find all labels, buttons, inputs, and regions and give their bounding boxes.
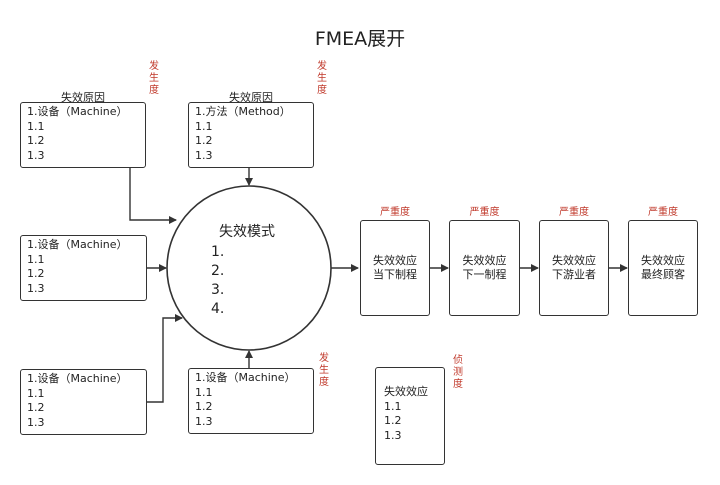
cause-box-head: 1.设备（Machine） <box>27 372 128 385</box>
cause-box-head: 1.设备（Machine） <box>195 371 296 384</box>
cause-box-item: 1.1 <box>27 386 45 400</box>
effect-line1: 失效效应 <box>641 254 685 267</box>
effect-box: 失效效应 最终顾客 <box>628 220 698 316</box>
failure-mode-list: 1. 2. 3. 4. <box>211 243 224 319</box>
cause-box-item: 1.3 <box>27 148 45 162</box>
cause-box-item: 1.1 <box>195 119 213 133</box>
occurrence-label: 发生度 <box>319 353 329 388</box>
effect-line1: 失效效应 <box>552 254 596 267</box>
effect-line1: 失效效应 <box>373 254 417 267</box>
cause-box-head: 1.设备（Machine） <box>27 105 128 118</box>
severity-label: 严重度 <box>469 207 500 218</box>
cause-box-item: 1.2 <box>195 400 213 413</box>
detection-label: 侦测度 <box>453 355 463 390</box>
cause-box: 1.设备（Machine） 1.1 1.2 1.3 <box>20 102 146 168</box>
connector-cause1 <box>129 168 177 224</box>
severity-label: 严重度 <box>648 207 678 218</box>
cause-caption: 失效原因 <box>61 91 105 104</box>
failure-mode-circle <box>166 185 332 351</box>
cause-box-item: 1.1 <box>27 252 45 266</box>
failure-mode-item: 3. <box>211 282 225 298</box>
cause-box-item: 1.1 <box>27 119 45 133</box>
effect-detail-head: 失效效应 <box>384 385 428 398</box>
cause-box-item: 1.2 <box>27 134 45 147</box>
cause-box: 1.设备（Machine） 1.1 1.2 1.3 <box>20 369 147 435</box>
cause-box-item: 1.3 <box>27 415 45 429</box>
diagram-title: FMEA展开 <box>314 28 406 50</box>
effect-detail-item: 1.3 <box>384 428 402 442</box>
failure-mode-title: 失效模式 <box>219 224 275 240</box>
cause-box-item: 1.2 <box>27 267 45 280</box>
cause-box-head: 1.设备（Machine） <box>27 238 128 251</box>
cause-caption: 失效原因 <box>229 91 273 104</box>
effect-box: 失效效应 下游业者 <box>539 220 609 316</box>
effect-line1: 失效效应 <box>462 254 507 267</box>
effect-detail-box: 失效效应 1.1 1.2 1.3 <box>375 367 445 465</box>
cause-box-item: 1.3 <box>27 281 45 295</box>
occurrence-label: 发生度 <box>317 61 327 96</box>
effect-detail-item: 1.1 <box>384 399 402 413</box>
cause-box-head: 1.方法（Method） <box>195 105 291 118</box>
cause-box-item: 1.2 <box>27 401 45 414</box>
connector-cause4 <box>147 314 183 403</box>
severity-label: 严重度 <box>380 207 410 218</box>
cause-box: 1.方法（Method） 1.1 1.2 1.3 <box>188 102 314 168</box>
cause-box-item: 1.2 <box>195 134 213 147</box>
severity-label: 严重度 <box>559 207 589 218</box>
cause-box: 1.设备（Machine） 1.1 1.2 1.3 <box>188 368 314 434</box>
effect-line2: 当下制程 <box>373 268 417 281</box>
failure-mode-item: 1. <box>211 244 225 260</box>
effect-detail-item: 1.2 <box>384 414 402 427</box>
effect-line2: 最终顾客 <box>641 268 685 281</box>
effect-box: 失效效应 下一制程 <box>449 220 520 316</box>
effect-line2: 下一制程 <box>462 268 507 281</box>
failure-mode-item: 2. <box>211 263 225 279</box>
cause-box: 1.设备（Machine） 1.1 1.2 1.3 <box>20 235 147 301</box>
failure-mode-item: 4. <box>211 301 225 317</box>
cause-box-item: 1.3 <box>195 414 213 428</box>
effect-line2: 下游业者 <box>552 268 596 281</box>
occurrence-label: 发生度 <box>149 61 159 96</box>
cause-box-item: 1.1 <box>195 385 213 399</box>
effect-box: 失效效应 当下制程 <box>360 220 430 316</box>
cause-box-item: 1.3 <box>195 148 213 162</box>
